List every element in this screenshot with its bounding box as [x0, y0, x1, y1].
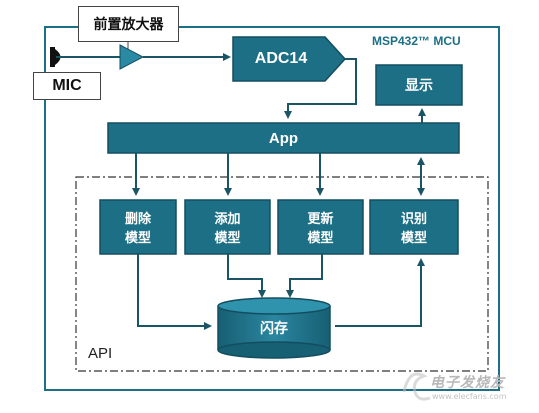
delete-to-flash-arrow — [137, 254, 212, 330]
api-label: API — [88, 345, 113, 362]
flash-to-recognize-arrow — [335, 258, 425, 327]
display-block — [375, 64, 463, 106]
preamp-triangle-icon — [119, 44, 145, 70]
adc14-block — [232, 36, 347, 82]
add-model-label: 添加 模型 — [214, 212, 241, 246]
watermark-url: www.elecfans.com — [432, 392, 507, 401]
display-label: 显示 — [405, 78, 433, 94]
update-model-label: 更新 模型 — [307, 212, 334, 246]
watermark-logo-icon — [402, 372, 431, 401]
recognize-model-block — [369, 199, 459, 255]
recognize-model-label: 识别 模型 — [400, 212, 427, 246]
adc-to-app-arrow — [284, 58, 357, 119]
flash-label: 闪存 — [260, 321, 288, 337]
app-block — [107, 122, 460, 154]
app-label: App — [268, 129, 299, 147]
mcu-label: MSP432™ MCU — [372, 34, 461, 48]
preamp-label: 前置放大器 — [78, 6, 179, 42]
delete-model-label: 删除 模型 — [124, 212, 151, 246]
mcu-inner-boundary — [194, 49, 204, 50]
mic-label: MIC — [33, 72, 101, 100]
mcu-boundary — [44, 26, 500, 391]
add-model-block — [184, 199, 271, 255]
delete-model-block — [99, 199, 177, 255]
update-to-flash-arrow — [286, 254, 323, 298]
add-to-flash-arrow — [227, 254, 266, 298]
update-model-block — [277, 199, 364, 255]
microphone-icon — [50, 47, 120, 67]
api-boundary — [75, 176, 489, 372]
watermark-text: 电子发烧友 — [430, 375, 505, 391]
flash-cylinder — [217, 297, 331, 359]
adc14-label: ADC14 — [254, 50, 308, 67]
